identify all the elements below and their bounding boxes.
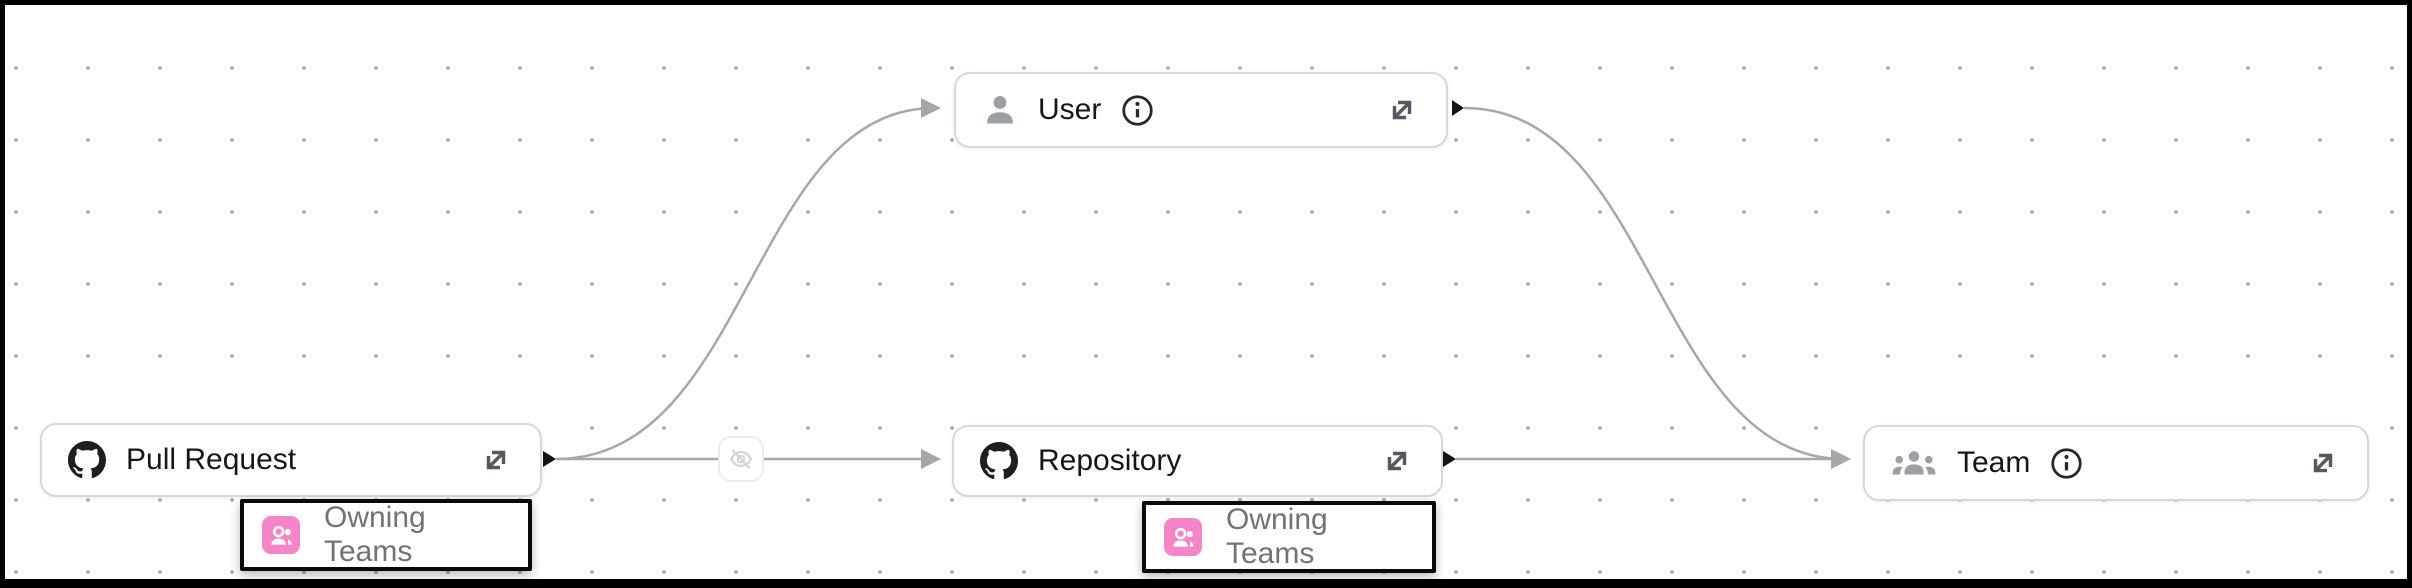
edges-layer	[543, 98, 1851, 469]
node-label: Team	[1957, 446, 2031, 479]
node-user[interactable]: User	[954, 72, 1448, 148]
edge-visibility-badge[interactable]	[718, 436, 764, 482]
expand-icon[interactable]	[2305, 445, 2341, 481]
user-icon	[987, 96, 1013, 124]
edge-pullrequest-user	[555, 98, 941, 461]
node-label: Pull Request	[126, 443, 297, 476]
chip-label: Owning Teams	[1226, 503, 1328, 570]
expand-icon[interactable]	[1384, 92, 1420, 128]
node-label: Repository	[1038, 444, 1182, 477]
team-icon	[1892, 451, 1936, 475]
source-handle-pull-request[interactable]	[543, 451, 556, 467]
node-label: User	[1038, 93, 1102, 126]
owning-teams-icon	[262, 516, 300, 554]
owning-teams-icon	[1164, 518, 1202, 556]
expand-icon[interactable]	[1379, 443, 1415, 479]
expand-icon[interactable]	[478, 442, 514, 478]
github-icon	[980, 442, 1018, 480]
node-repository[interactable]: Repository	[952, 425, 1443, 497]
info-icon[interactable]	[2050, 447, 2083, 480]
chip-label: Owning Teams	[324, 501, 426, 568]
source-handle-repository[interactable]	[1443, 451, 1456, 467]
source-handle-user[interactable]	[1452, 100, 1464, 116]
node-pull-request[interactable]: Pull Request	[40, 423, 542, 497]
node-team[interactable]: Team	[1863, 425, 2369, 501]
github-icon	[68, 441, 106, 479]
visibility-off-icon	[729, 449, 753, 469]
edge-user-team	[1463, 106, 1851, 469]
info-icon[interactable]	[1121, 94, 1154, 127]
owning-teams-chip-pull-request[interactable]: Owning Teams	[240, 499, 532, 571]
owning-teams-chip-repository[interactable]: Owning Teams	[1142, 501, 1436, 573]
